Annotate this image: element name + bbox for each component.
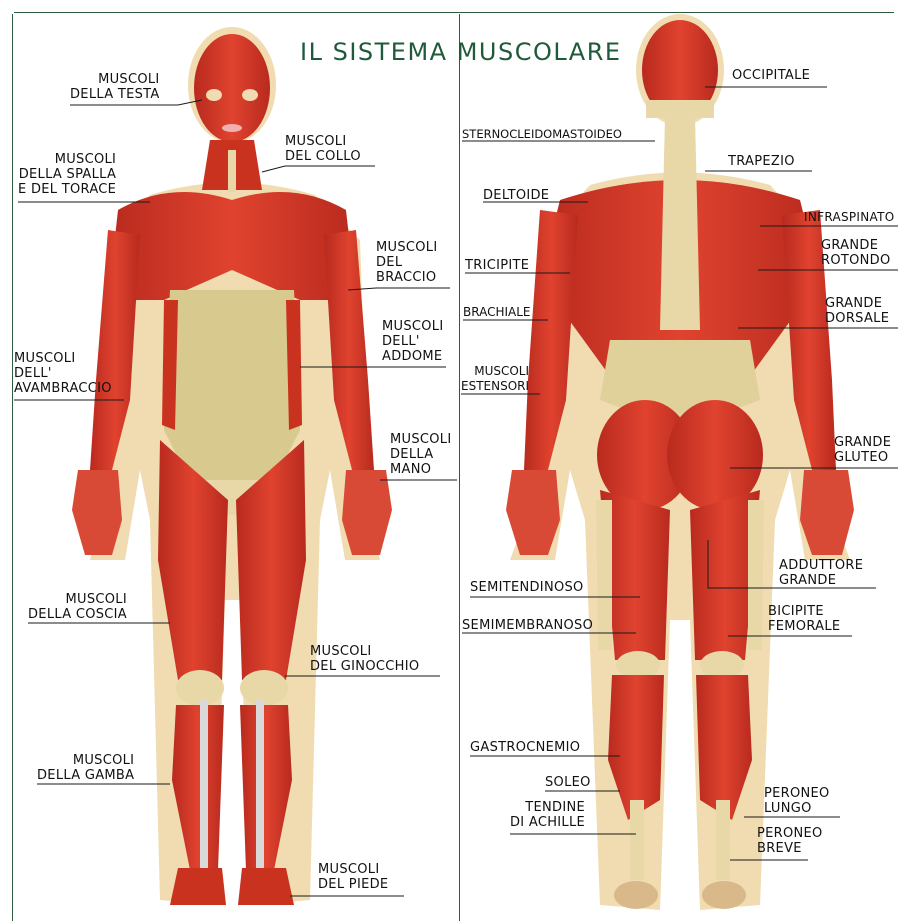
- label-deltoide: DELTOIDE: [483, 188, 549, 203]
- label-sternocleidomastoideo: STERNOCLEIDOMASTOIDEO: [462, 127, 622, 142]
- label-brachiale: BRACHIALE: [463, 305, 531, 320]
- label-tricipite: TRICIPITE: [465, 258, 529, 273]
- label-semitendinoso: SEMITENDINOSO: [470, 580, 584, 595]
- label-infraspinato: INFRASPINATO: [804, 210, 895, 225]
- leader-line: [348, 288, 450, 290]
- right-hand: [342, 470, 392, 555]
- label-soleo: SOLEO: [545, 775, 591, 790]
- leader-line: [262, 166, 375, 172]
- left-hand: [72, 470, 122, 555]
- label-occipitale: OCCIPITALE: [732, 68, 810, 83]
- label-gastrocnemio: GASTROCNEMIO: [470, 740, 580, 755]
- label-trapezio: TRAPEZIO: [728, 154, 795, 169]
- page-title: IL SISTEMA MUSCOLARE: [300, 38, 622, 66]
- label-semimembranoso: SEMIMEMBRANOSO: [462, 618, 593, 633]
